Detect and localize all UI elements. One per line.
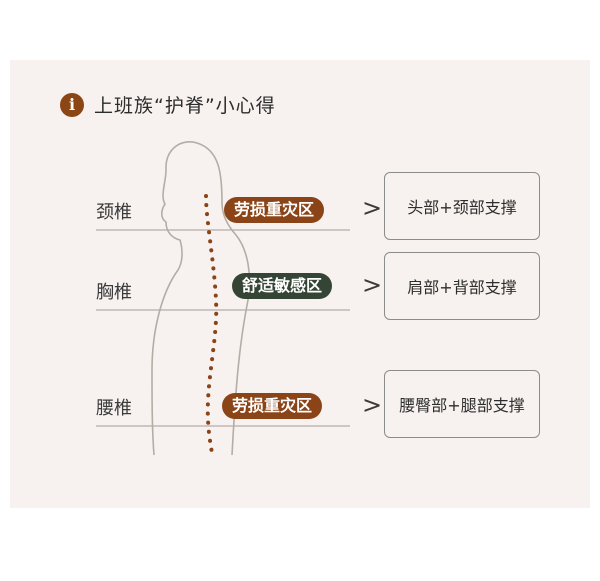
support-box-cervical: 头部+颈部支撑 bbox=[384, 172, 540, 240]
chevron-right-icon: > bbox=[362, 391, 383, 419]
title-row: i 上班族“护脊”小心得 bbox=[60, 91, 276, 118]
spine-dots bbox=[204, 194, 219, 457]
label-thoracic: 胸椎 bbox=[96, 282, 132, 303]
chevron-right-icon: > bbox=[362, 194, 383, 222]
tag-lumbar: 劳损重灾区 bbox=[222, 393, 323, 419]
support-box-lumbar: 腰臀部+腿部支撑 bbox=[384, 370, 540, 438]
support-box-thoracic: 肩部+背部支撑 bbox=[384, 252, 540, 320]
tag-cervical: 劳损重灾区 bbox=[224, 197, 325, 223]
tag-thoracic: 舒适敏感区 bbox=[232, 273, 333, 299]
page-title: 上班族“护脊”小心得 bbox=[94, 95, 276, 117]
info-icon: i bbox=[60, 92, 84, 117]
label-cervical: 颈椎 bbox=[96, 202, 132, 223]
chevron-right-icon: > bbox=[362, 271, 383, 299]
body-silhouette bbox=[151, 141, 251, 456]
label-lumbar: 腰椎 bbox=[96, 398, 132, 419]
